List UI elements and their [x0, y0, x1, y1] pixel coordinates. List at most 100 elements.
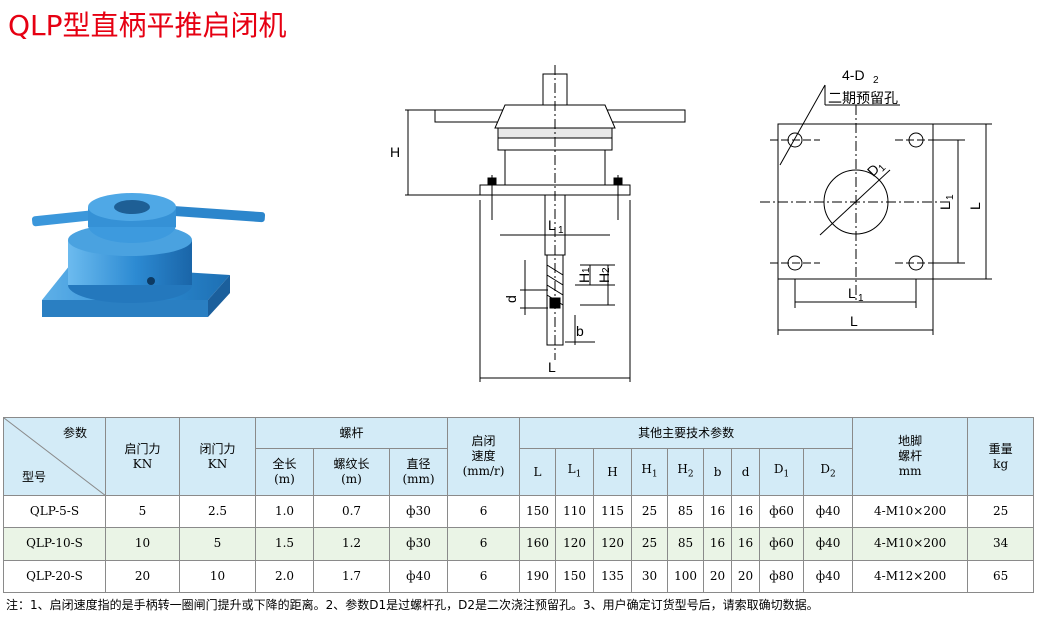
header-param: 参数	[62, 426, 87, 440]
table-cell: 25	[631, 494, 669, 529]
dim-label-h1-sub: 1	[581, 267, 592, 273]
table-cell: 120	[593, 527, 633, 561]
table-cell: 6	[447, 494, 521, 529]
table-cell: 20	[731, 559, 761, 594]
diagonal-line	[4, 418, 106, 496]
header-diameter: 直径 (mm)	[388, 448, 449, 496]
header-other-params: 其他主要技术参数	[519, 417, 854, 449]
plan-view-drawing: 4-D 2 二期预留孔 D 1 L 1 L L 1 L	[760, 67, 992, 335]
table-cell: 1.0	[255, 494, 314, 529]
table-cell: ф80	[759, 559, 805, 594]
header-anchor: 地脚 螺杆 mm	[852, 417, 969, 496]
table-cell: ф40	[803, 527, 854, 561]
table-cell: 25	[967, 494, 1035, 529]
dim-label-l1-horizontal: L	[848, 285, 856, 301]
table-cell: 150	[519, 494, 557, 529]
table-cell: 1.2	[313, 527, 390, 561]
table-cell: ф40	[803, 559, 854, 594]
table-cell: 150	[555, 559, 595, 594]
table-cell: 16	[731, 527, 761, 561]
dim-label-l-horizontal: L	[850, 313, 858, 329]
table-cell: 25	[631, 527, 669, 561]
header-param-col: H	[593, 448, 633, 496]
table-cell: 1.7	[313, 559, 390, 594]
table-cell: QLP-10-S	[3, 527, 106, 561]
table-cell: ф30	[388, 494, 449, 529]
table-cell: 160	[519, 527, 557, 561]
header-weight: 重量 kg	[967, 417, 1035, 496]
dim-label-l: L	[548, 359, 556, 375]
table-cell: 30	[631, 559, 669, 594]
table-cell: 16	[731, 494, 761, 529]
dim-label-h1: H	[576, 273, 592, 283]
dim-label-d2-sub: 2	[873, 75, 879, 86]
table-cell: 110	[555, 494, 595, 529]
header-model: 型号	[22, 470, 47, 484]
dim-label-l1-vertical: L	[937, 202, 953, 210]
table-cell: ф60	[759, 527, 805, 561]
table-cell: 16	[703, 494, 733, 529]
table-cell: 6	[447, 527, 521, 561]
table-cell: QLP-5-S	[3, 494, 106, 529]
dim-label-l-vertical: L	[967, 202, 983, 210]
table-cell: 20	[105, 559, 180, 594]
header-param-col: H1	[631, 448, 669, 496]
dim-label-d2: 4-D	[842, 67, 865, 83]
table-cell: 10	[179, 559, 256, 594]
table-cell: ф40	[388, 559, 449, 594]
dim-label-l1-sub: 1	[558, 225, 564, 236]
table-cell: 10	[105, 527, 180, 561]
dim-label-l1-horizontal-sub: 1	[858, 293, 864, 304]
table-cell: 190	[519, 559, 557, 594]
dim-label-h: H	[390, 144, 400, 160]
header-param-col: b	[703, 448, 733, 496]
table-cell: 4-M12×200	[852, 559, 969, 594]
table-cell: 85	[667, 494, 705, 529]
table-cell: 20	[703, 559, 733, 594]
table-cell: ф40	[803, 494, 854, 529]
hole-note-label: 二期预留孔	[828, 90, 898, 106]
table-cell: 2.0	[255, 559, 314, 594]
table-cell: 2.5	[179, 494, 256, 529]
header-param-col: L1	[555, 448, 595, 496]
dim-label-b: b	[576, 323, 584, 339]
header-param-col: D1	[759, 448, 805, 496]
table-cell: 34	[967, 527, 1035, 561]
table-cell: 4-M10×200	[852, 527, 969, 561]
side-elevation-drawing: H L 1 H 1 H 2 d b L	[390, 65, 686, 382]
table-cell: 120	[555, 527, 595, 561]
header-param-col: D2	[803, 448, 854, 496]
header-param-model: 参数 型号	[3, 417, 106, 496]
header-param-col: H2	[667, 448, 705, 496]
table-cell: 100	[667, 559, 705, 594]
table-cell: 0.7	[313, 494, 390, 529]
table-cell: 5	[105, 494, 180, 529]
header-open-force: 启门力 KN	[105, 417, 180, 496]
header-thread-length: 螺纹长 (m)	[313, 448, 390, 496]
spec-table: 参数 型号 启门力 KN 闭门力 KN 螺杆 启闭 速度 (mm/r) 其他主要…	[3, 417, 1035, 594]
table-cell: 1.5	[255, 527, 314, 561]
table-cell: QLP-20-S	[3, 559, 106, 594]
table-cell: 6	[447, 559, 521, 594]
header-total-length: 全长 (m)	[255, 448, 314, 496]
header-close-force: 闭门力 KN	[179, 417, 256, 496]
dim-label-l1: L	[548, 217, 556, 233]
dim-label-h2-sub: 2	[601, 267, 612, 273]
table-cell: 4-M10×200	[852, 494, 969, 529]
table-cell: 65	[967, 559, 1035, 594]
dim-label-d: d	[503, 295, 519, 303]
header-param-col: L	[519, 448, 557, 496]
dim-label-h2: H	[596, 273, 612, 283]
header-screw: 螺杆	[254, 417, 449, 449]
dim-label-l1-vertical-sub: 1	[945, 194, 956, 200]
page-title: QLP型直柄平推启闭机	[8, 9, 287, 42]
table-cell: ф60	[759, 494, 805, 529]
header-param-col: d	[731, 448, 761, 496]
table-cell: 135	[593, 559, 633, 594]
table-cell: 115	[593, 494, 633, 529]
footnote: 注：1、启闭速度指的是手柄转一圈闸门提升或下降的距离。2、参数D1是过螺杆孔，D…	[6, 598, 819, 612]
table-cell: 85	[667, 527, 705, 561]
